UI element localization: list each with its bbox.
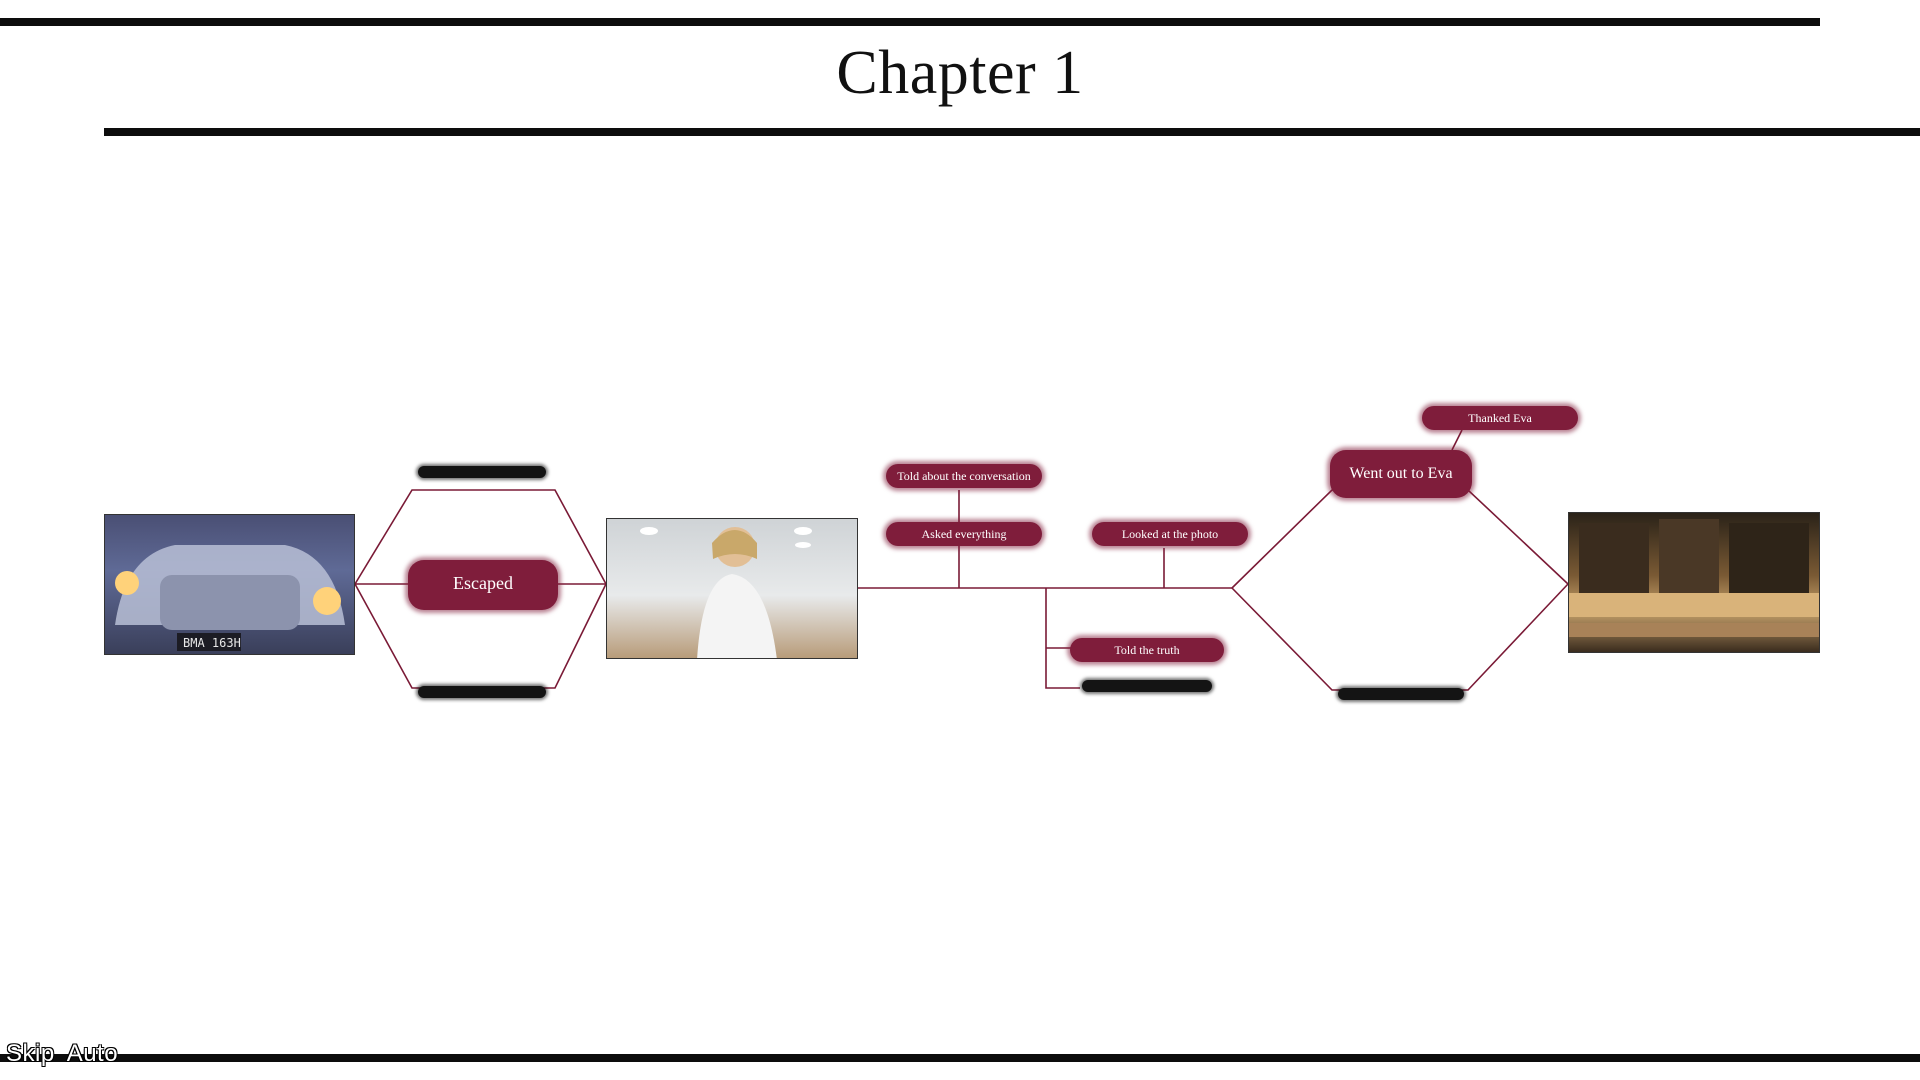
choice-told-about-conversation-label: Told about the conversation xyxy=(886,464,1042,482)
hidden-choice-top-1 xyxy=(418,466,546,478)
choice-told-truth[interactable]: Told the truth xyxy=(1070,638,1224,662)
choice-escaped[interactable]: Escaped xyxy=(408,560,558,610)
stem-thanked xyxy=(1452,430,1462,450)
choice-asked-everything-label: Asked everything xyxy=(886,522,1042,540)
svg-text:BMA 163H: BMA 163H xyxy=(183,636,241,650)
quick-menu: Skip Auto xyxy=(6,1040,130,1068)
scene-thumbnail-lab[interactable] xyxy=(606,518,858,659)
auto-button[interactable]: Auto xyxy=(67,1040,118,1067)
hidden-choice-bottom-truth xyxy=(1082,680,1212,692)
choice-looked-at-photo[interactable]: Looked at the photo xyxy=(1092,522,1248,546)
scene-thumbnail-car[interactable]: BMA 163H xyxy=(104,514,355,655)
branch-line-top-2 xyxy=(1232,490,1568,588)
hidden-choice-bottom-1 xyxy=(418,686,546,698)
choice-thanked-eva-label: Thanked Eva xyxy=(1422,406,1578,424)
choice-told-truth-label: Told the truth xyxy=(1070,638,1224,656)
bottom-rule xyxy=(0,1054,1920,1062)
scene-thumbnail-city[interactable] xyxy=(1568,512,1820,653)
choice-went-out-to-eva[interactable]: Went out to Eva xyxy=(1330,450,1472,498)
branch-line-bottom-2 xyxy=(1232,584,1568,690)
skip-button[interactable]: Skip xyxy=(6,1040,55,1067)
choice-thanked-eva[interactable]: Thanked Eva xyxy=(1422,406,1578,430)
city-image xyxy=(1569,513,1820,653)
choice-escaped-label: Escaped xyxy=(408,560,558,592)
lab-image xyxy=(607,519,858,659)
choice-told-about-conversation[interactable]: Told about the conversation xyxy=(886,464,1042,488)
car-image: BMA 163H xyxy=(105,515,355,655)
choice-went-out-to-eva-label: Went out to Eva xyxy=(1330,450,1472,482)
choice-looked-at-photo-label: Looked at the photo xyxy=(1092,522,1248,540)
choice-asked-everything[interactable]: Asked everything xyxy=(886,522,1042,546)
hidden-choice-bottom-2 xyxy=(1338,688,1464,700)
